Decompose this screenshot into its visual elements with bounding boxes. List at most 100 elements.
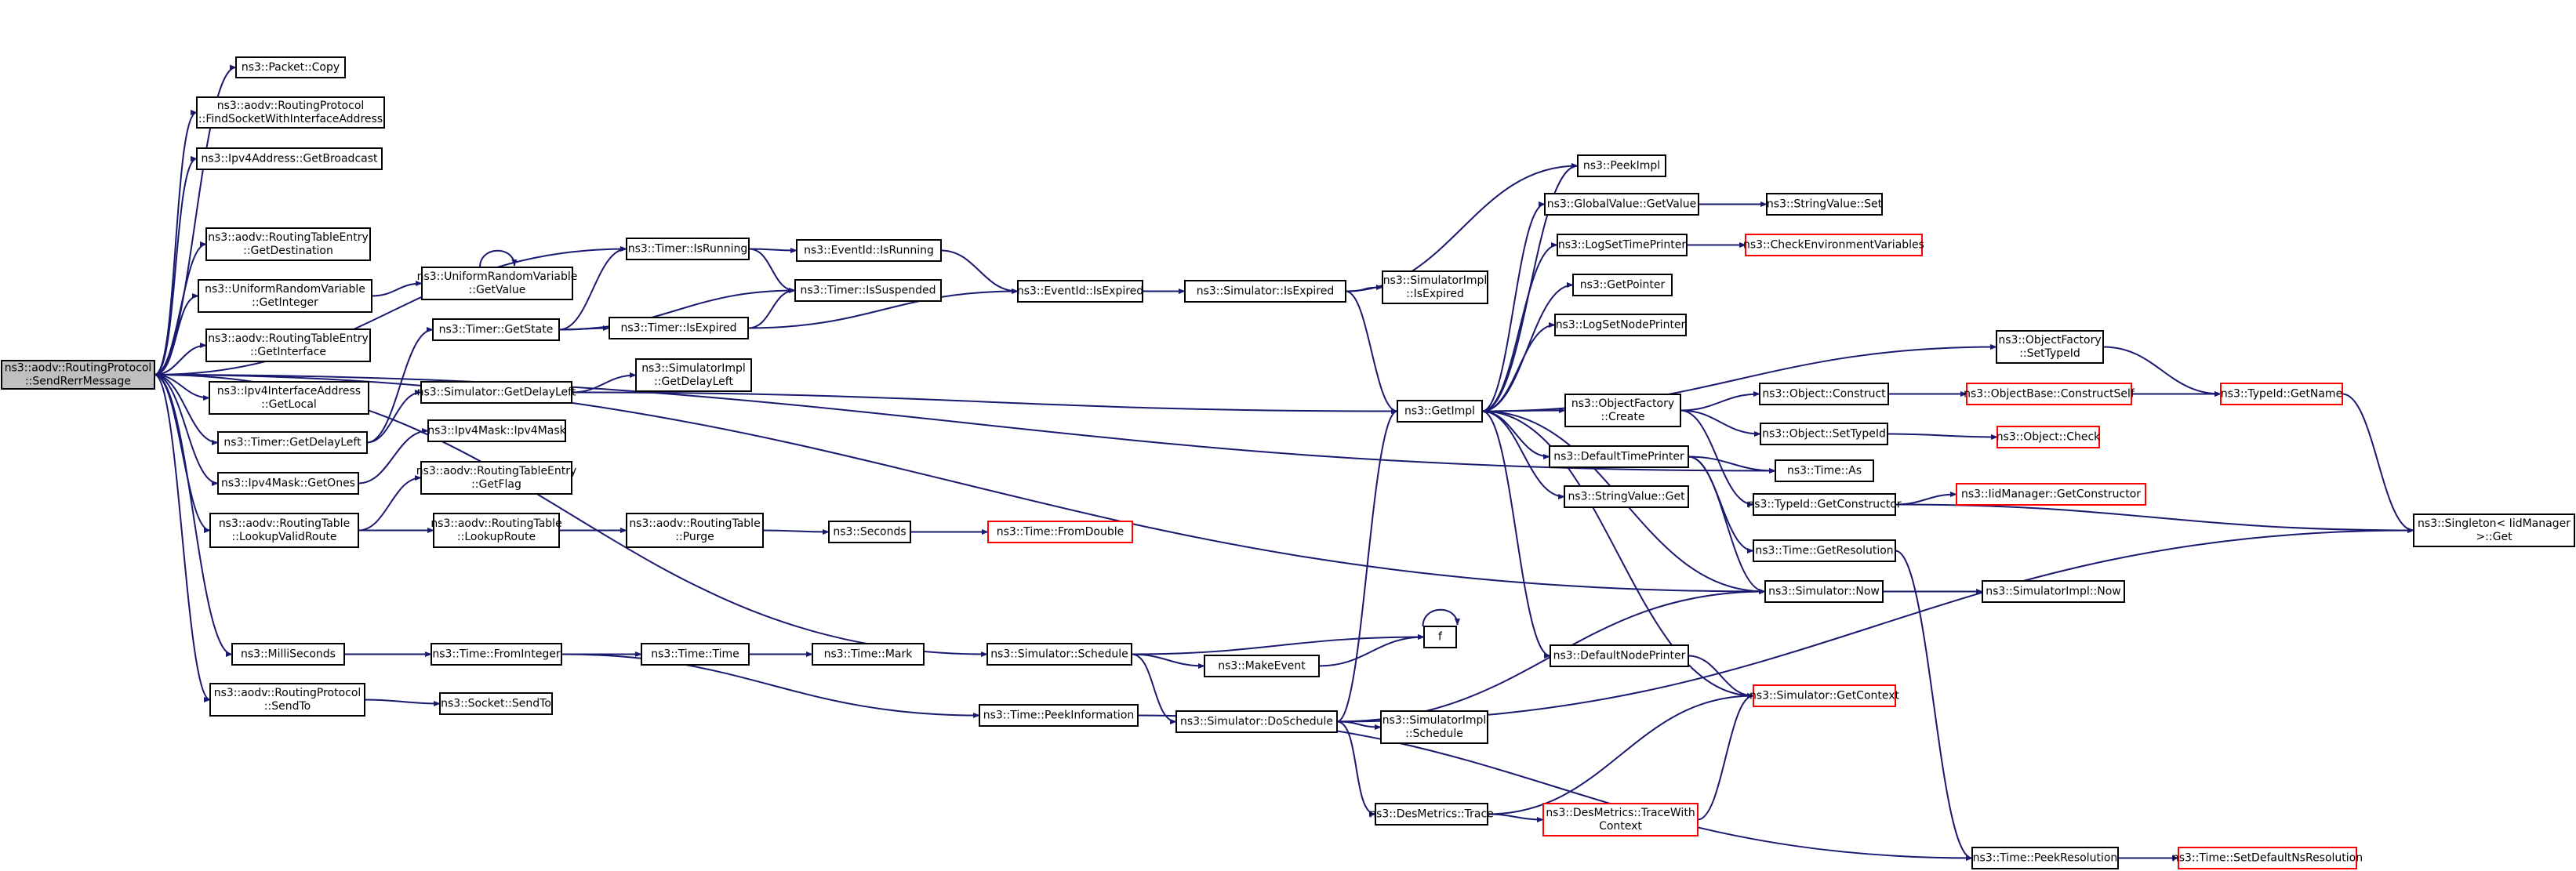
node-ipv4mask-ctor[interactable]: ns3::Ipv4Mask::Ipv4Mask	[427, 419, 567, 442]
node-box	[196, 147, 383, 170]
node-simimpl-now[interactable]: ns3::SimulatorImpl::Now	[1982, 580, 2125, 603]
node-time-mark[interactable]: ns3::Time::Mark	[812, 643, 925, 666]
node-box	[1753, 539, 1896, 562]
node-time-fromdouble[interactable]: ns3::Time::FromDouble	[987, 521, 1133, 543]
node-sim-getdelayleft[interactable]: ns3::Simulator::GetDelayLeft	[417, 381, 576, 404]
node-milliseconds[interactable]: ns3::MilliSeconds	[231, 643, 345, 666]
node-box	[1017, 280, 1143, 303]
node-defaulttimeprinter[interactable]: ns3::DefaultTimePrinter	[1549, 445, 1689, 468]
node-label: ::Create	[1601, 411, 1645, 423]
node-ipv4ifaddr-getlocal[interactable]: ns3::Ipv4InterfaceAddress::GetLocal	[209, 381, 369, 415]
node-getpointer[interactable]: ns3::GetPointer	[1572, 274, 1673, 296]
node-simimpl-isexpired[interactable]: ns3::SimulatorImpl::IsExpired	[1382, 270, 1488, 304]
node-box	[1766, 193, 1883, 216]
node-time-getresolution[interactable]: ns3::Time::GetResolution	[1753, 539, 1896, 562]
node-sim-isexpired[interactable]: ns3::Simulator::IsExpired	[1184, 280, 1346, 303]
node-getimpl[interactable]: ns3::GetImpl	[1397, 400, 1483, 423]
edge-timer-isexpired-to-timer-issuspended	[747, 287, 796, 329]
edge-makeevent-to-f	[1318, 633, 1425, 667]
edge-sim-getcontext-to-getimpl	[1481, 408, 1754, 697]
node-root[interactable]: ns3::aodv::RoutingProtocol::SendRerrMess…	[1, 360, 155, 390]
node-sim-getcontext[interactable]: ns3::Simulator::GetContext	[1749, 684, 1900, 707]
node-packet-copy[interactable]: ns3::Packet::Copy	[235, 56, 346, 78]
node-label: ::GetLocal	[261, 398, 317, 411]
node-seconds[interactable]: ns3::Seconds	[828, 521, 911, 543]
node-timer-getstate[interactable]: ns3::Timer::GetState	[432, 318, 560, 341]
edge-urv-getinteger-to-urv-getvalue	[371, 280, 423, 297]
node-box	[427, 419, 566, 442]
node-sim-now[interactable]: ns3::Simulator::Now	[1764, 580, 1884, 603]
node-rt-lookuproute[interactable]: ns3::aodv::RoutingTable::LookupRoute	[431, 513, 562, 548]
node-typeid-getconstructor[interactable]: ns3::TypeId::GetConstructor	[1747, 493, 1902, 516]
node-rt-purge[interactable]: ns3::aodv::RoutingTable::Purge	[626, 513, 764, 548]
node-urv-getvalue[interactable]: ns3::UniformRandomVariable::GetValue	[417, 267, 578, 300]
node-simimpl-schedule[interactable]: ns3::SimulatorImpl::Schedule	[1380, 710, 1488, 744]
node-box	[609, 317, 749, 339]
node-sim-schedule[interactable]: ns3::Simulator::Schedule	[986, 643, 1132, 666]
node-label: ::LookupRoute	[457, 531, 536, 543]
node-stringvalue-set[interactable]: ns3::StringValue::Set	[1766, 193, 1883, 216]
node-eventid-isrunning[interactable]: ns3::EventId::IsRunning	[796, 239, 942, 262]
edge-typeid-getconstructor-to-singleton-get	[1895, 503, 2414, 534]
node-objectbase-constructself[interactable]: ns3::ObjectBase::ConstructSelf	[1964, 383, 2135, 405]
node-logsetnodeprinter[interactable]: ns3::LogSetNodePrinter	[1554, 314, 1687, 336]
node-simimpl-getdelayleft[interactable]: ns3::SimulatorImpl::GetDelayLeft	[635, 358, 752, 392]
node-timer-isrunning[interactable]: ns3::Timer::IsRunning	[626, 238, 750, 260]
node-object-check[interactable]: ns3::Object::Check	[1996, 426, 2101, 448]
node-rt-lookupvalidroute[interactable]: ns3::aodv::RoutingTable::LookupValidRout…	[209, 513, 359, 548]
node-objectfactory-settypeid[interactable]: ns3::ObjectFactory::SetTypeId	[1996, 330, 2104, 364]
node-label: ns3::SimulatorImpl	[1382, 714, 1487, 727]
node-f[interactable]: f	[1423, 626, 1457, 648]
node-singleton-get[interactable]: ns3::Singleton< IidManager >::Get	[2413, 514, 2575, 547]
node-rte-getdest[interactable]: ns3::aodv::RoutingTableEntry::GetDestina…	[205, 227, 371, 261]
node-stringvalue-get[interactable]: ns3::StringValue::Get	[1564, 485, 1689, 508]
node-time-time[interactable]: ns3::Time::Time	[641, 643, 750, 666]
edge-getimpl-to-objectfactory-settypeid	[1481, 343, 1997, 412]
node-iidmanager-getconstructor[interactable]: ns3::IidManager::GetConstructor	[1956, 483, 2146, 506]
edge-ipv4mask-getones-to-ipv4mask-ctor	[358, 427, 429, 484]
node-box	[794, 279, 942, 302]
node-time-frominteger[interactable]: ns3::Time::FromInteger	[431, 643, 562, 666]
node-defaultnodeprinter[interactable]: ns3::DefaultNodePrinter	[1550, 644, 1689, 667]
node-timer-issuspended[interactable]: ns3::Timer::IsSuspended	[794, 279, 942, 302]
node-label: ns3::TypeId::GetConstructor	[1747, 499, 1901, 511]
node-objectfactory-create[interactable]: ns3::ObjectFactory::Create	[1564, 394, 1681, 427]
edge-root-to-ipv4mask-getones	[154, 374, 219, 487]
node-urv-getinteger[interactable]: ns3::UniformRandomVariable::GetInteger	[198, 279, 372, 313]
edge-defaulttimeprinter-to-sim-now	[1688, 455, 1766, 595]
node-timer-isexpired[interactable]: ns3::Timer::IsExpired	[609, 317, 749, 339]
node-typeid-getname[interactable]: ns3::TypeId::GetName	[2220, 383, 2343, 405]
node-box	[1380, 710, 1488, 744]
node-socket-sendto[interactable]: ns3::Socket::SendTo	[439, 692, 553, 715]
node-object-settypeid[interactable]: ns3::Object::SetTypeId	[1760, 423, 1888, 445]
node-rte-getinterface[interactable]: ns3::aodv::RoutingTableEntry::GetInterfa…	[205, 328, 371, 362]
node-desmetrics-trace[interactable]: ns3::DesMetrics::Trace	[1369, 803, 1494, 826]
node-box	[1996, 426, 2100, 448]
node-rp-sendto[interactable]: ns3::aodv::RoutingProtocol::SendTo	[209, 683, 365, 717]
node-globalvalue-getvalue[interactable]: ns3::GlobalValue::GetValue	[1544, 193, 1699, 216]
node-time-peekinformation[interactable]: ns3::Time::PeekInformation	[979, 704, 1139, 727]
node-get-broadcast[interactable]: ns3::Ipv4Address::GetBroadcast	[196, 147, 383, 170]
node-sim-doschedule[interactable]: ns3::Simulator::DoSchedule	[1175, 710, 1338, 733]
node-makeevent[interactable]: ns3::MakeEvent	[1204, 655, 1320, 677]
node-object-construct[interactable]: ns3::Object::Construct	[1759, 383, 1889, 405]
edge-desmetrics-trace-to-sim-getcontext	[1487, 692, 1754, 815]
node-time-peekresolution[interactable]: ns3::Time::PeekResolution	[1971, 847, 2119, 869]
node-time-as[interactable]: ns3::Time::As	[1775, 459, 1874, 482]
node-find-socket[interactable]: ns3::aodv::RoutingProtocol::FindSocketWi…	[196, 96, 385, 129]
node-label: ns3::Timer::IsExpired	[621, 322, 737, 335]
node-logsettimeprinter[interactable]: ns3::LogSetTimePrinter	[1557, 234, 1688, 256]
node-eventid-isexpired[interactable]: ns3::EventId::IsExpired	[1017, 280, 1143, 303]
node-box	[1760, 423, 1888, 445]
node-box	[1577, 154, 1666, 177]
node-label: ::SendRerrMessage	[25, 376, 131, 388]
node-timer-getdelayleft[interactable]: ns3::Timer::GetDelayLeft	[217, 431, 368, 454]
node-checkenvvars[interactable]: ns3::CheckEnvironmentVariables	[1743, 234, 1924, 256]
node-ipv4mask-getones[interactable]: ns3::Ipv4Mask::GetOnes	[217, 472, 359, 495]
node-label: ns3::Simulator::DoSchedule	[1180, 716, 1333, 728]
node-time-setdefaultnsresolution[interactable]: ns3::Time::SetDefaultNsResolution	[2172, 847, 2363, 869]
node-rte-getflag[interactable]: ns3::aodv::RoutingTableEntry::GetFlag	[416, 461, 577, 495]
node-peekimpl[interactable]: ns3::PeekImpl	[1577, 154, 1666, 177]
